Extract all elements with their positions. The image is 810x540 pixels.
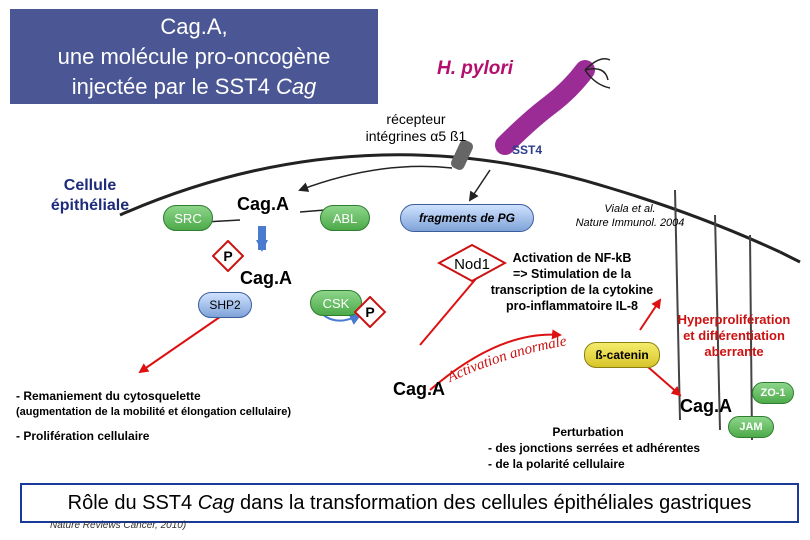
arrow-receptor-caga (298, 165, 453, 192)
footer-italic: Cag (197, 491, 235, 514)
junction-lines (674, 189, 753, 441)
cyto-text: - Remaniement du cytosquelette (augmenta… (16, 389, 292, 443)
cell-label: Cellule épithéliale (50, 177, 130, 214)
title-line-1: Cag.A, (160, 13, 228, 39)
title-box: Cag.A, une molécule pro-oncogène injecté… (10, 9, 378, 104)
bacterium-label: H. pylori (437, 58, 514, 79)
p-left-node: P (212, 240, 244, 272)
cell-membrane (119, 153, 781, 254)
caga-top-node: Cag.A (236, 194, 289, 214)
p-left-label: P (223, 248, 232, 264)
caga-bottom-node: Cag.A (393, 379, 446, 399)
citation: Viala et al. Nature Immunol. 2004 (575, 203, 685, 229)
shp2-node: SHP2 (198, 292, 252, 318)
arrow-activation-curve (429, 329, 562, 391)
receptor-shape (450, 140, 474, 170)
csk-node: CSK (310, 290, 362, 316)
footer-post: dans la transformation des cellules épit… (239, 491, 752, 514)
fragments-node: fragments de PG (400, 204, 534, 232)
nfkb-text: Activation de NF-kB => Stimulation de la… (490, 251, 654, 313)
src-node: SRC (163, 205, 213, 231)
arrow-red-shp2 (138, 309, 231, 374)
jam-node: JAM (728, 416, 774, 438)
beta-catenin-node: ß-catenin (584, 342, 660, 368)
arrow-fragments (468, 169, 491, 202)
reference-partial: Nature Reviews Cancer, 2010) (50, 520, 187, 531)
title-line-3: injectée par le SST4 Cag (71, 73, 317, 99)
hyper-text: Hyperprolifération et différentiation ab… (677, 312, 791, 359)
receptor-label: récepteur intégrines α5 ß1 (365, 111, 467, 144)
title-line-2: une molécule pro-oncogène (57, 43, 331, 69)
bacterium-icon (495, 58, 611, 155)
nod1-label: Nod1 (454, 256, 490, 273)
zo1-node: ZO-1 (752, 382, 794, 404)
nod1-node: Nod1 (437, 243, 507, 283)
caga-right-node: Cag.A (680, 396, 733, 416)
p-right-node: P (354, 296, 386, 328)
footer-caption: Rôle du SST4 Cag dans la transformation … (20, 483, 799, 523)
arrow-red-beta (639, 298, 662, 331)
cell-membrane-right (779, 250, 801, 264)
svg-text:Activation anormale: Activation anormale (444, 333, 568, 386)
footer-pre: Rôle du SST4 (67, 491, 193, 514)
caga-mid-node: Cag.A (240, 268, 293, 288)
arrow-abl (299, 209, 326, 213)
abl-node: ABL (320, 205, 370, 231)
p-right-label: P (365, 304, 374, 320)
activation-curve-text: Activation anormale (444, 333, 568, 386)
sst4-label: SST4 (512, 143, 543, 157)
perturbation-text: Perturbation - des jonctions serrées et … (488, 425, 701, 471)
activation-label: Activation anormale (444, 333, 568, 386)
